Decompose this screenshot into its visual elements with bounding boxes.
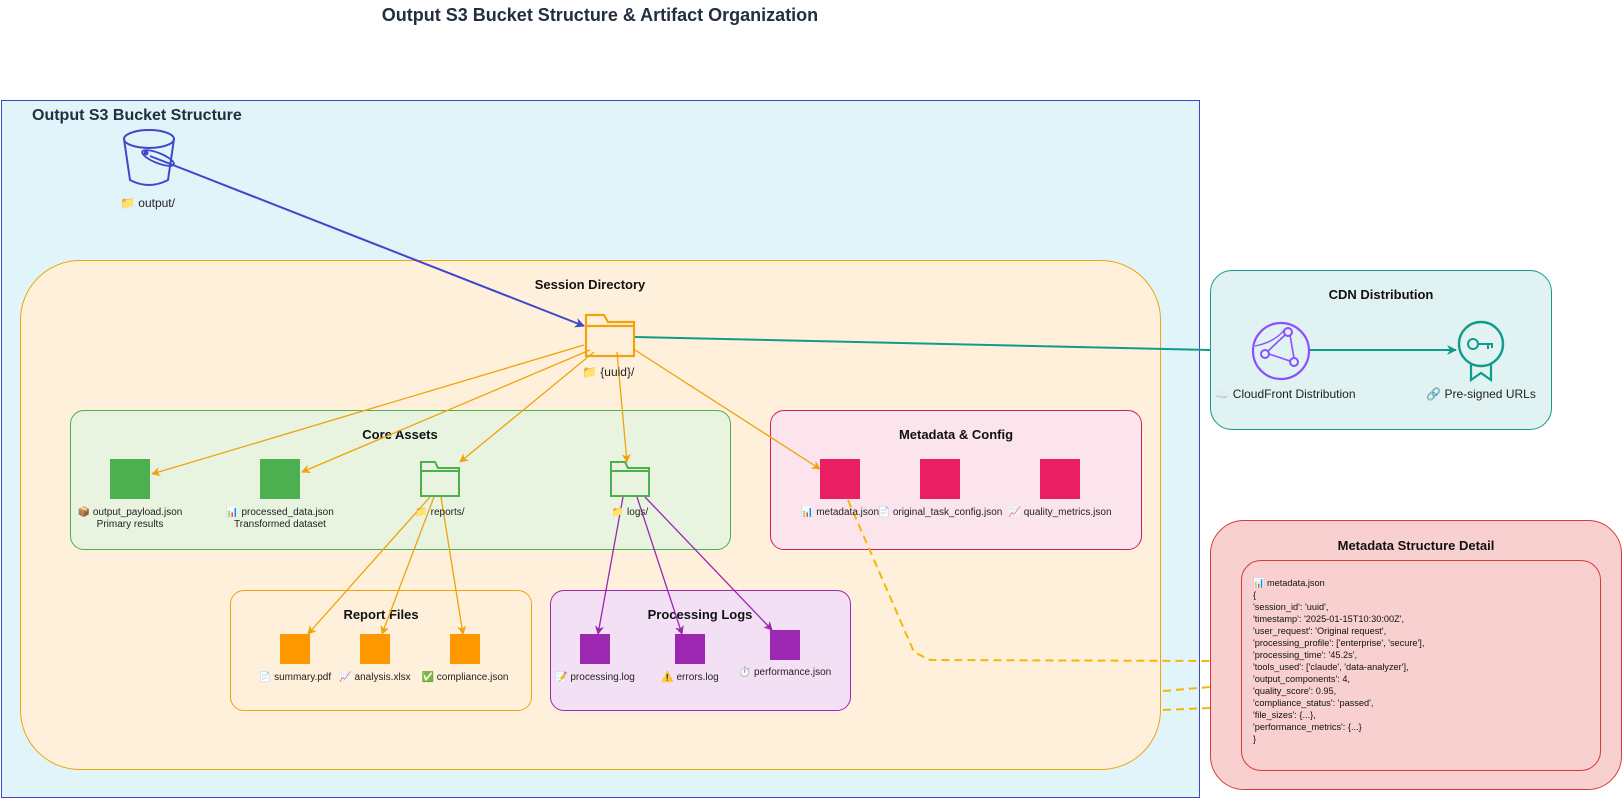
core-assets-group (70, 410, 731, 550)
edge-uuid-to-metadata (634, 349, 821, 470)
metadata-file[interactable] (820, 459, 860, 499)
analysis-xlsx-label: 📈 analysis.xlsx (339, 672, 411, 683)
uuid-folder-label: 📁 {uuid}/ (582, 365, 635, 379)
edge-session-to-detail-1 (1162, 686, 1211, 692)
session-directory-title: Session Directory (534, 277, 646, 292)
processed-data-file[interactable] (260, 459, 300, 499)
edge-uuid-to-logs (616, 351, 631, 463)
quality-metrics-label: 📈 quality_metrics.json (1008, 507, 1112, 518)
summary-pdf-label: 📄 summary.pdf (258, 672, 332, 683)
bucket-title: Output S3 Bucket Structure (32, 107, 242, 124)
presigned-url-key-icon[interactable] (1456, 320, 1506, 382)
performance-json-label: ⏱️ performance.json (738, 667, 832, 678)
logs-folder-icon[interactable] (609, 460, 651, 498)
report-files-title: Report Files (343, 607, 419, 622)
errors-log-file[interactable] (675, 634, 705, 664)
metadata-structure-detail-title: Metadata Structure Detail (1337, 538, 1495, 553)
edge-session-to-detail-2 (1162, 707, 1211, 711)
edge-logs-to-errors (636, 496, 684, 635)
compliance-json-file[interactable] (450, 634, 480, 664)
processed-data-label: 📊 processed_data.json (226, 507, 334, 518)
analysis-xlsx-file[interactable] (360, 634, 390, 664)
reports-folder-icon[interactable] (419, 460, 461, 498)
metadata-json-code: 📊 metadata.json { 'session_id': 'uuid', … (1253, 577, 1424, 745)
presigned-urls-label: 🔗 Pre-signed URLs (1426, 387, 1536, 401)
edge-uuid-to-cdn (634, 336, 1211, 351)
metadata-file-label: 📊 metadata.json (800, 507, 880, 518)
cloudfront-icon[interactable] (1250, 320, 1312, 382)
performance-json-file[interactable] (770, 630, 800, 660)
metadata-code-line: 'processing_profile': ['enterprise', 'se… (1253, 638, 1425, 648)
logs-folder-label: 📁 logs/ (611, 507, 649, 518)
bucket-root-label: 📁 output/ (120, 196, 175, 210)
metadata-code-line: 'session_id': 'uuid', (1253, 602, 1329, 612)
summary-pdf-file[interactable] (280, 634, 310, 664)
metadata-code-line: 'output_components': 4, (1253, 674, 1350, 684)
metadata-code-line: 'quality_score': 0.95, (1253, 686, 1337, 696)
output-payload-file[interactable] (110, 459, 150, 499)
metadata-code-line: 'user_request': 'Original request', (1253, 626, 1387, 636)
s3-bucket-icon (123, 129, 175, 186)
edge-reports-to-summary (307, 496, 431, 635)
edge-reports-to-compliance (440, 496, 467, 635)
metadata-code-line: 'file_sizes': {...}, (1253, 710, 1316, 720)
metadata-code-line: 'performance_metrics': {...} (1253, 722, 1362, 732)
task-config-label: 📄 original_task_config.json (877, 507, 1003, 518)
metadata-code-line: 📊 metadata.json (1253, 578, 1325, 588)
metadata-config-title: Metadata & Config (898, 427, 1014, 442)
cdn-distribution-title: CDN Distribution (1328, 287, 1434, 302)
cloudfront-label: ☁️ CloudFront Distribution (1214, 387, 1356, 401)
quality-metrics-file[interactable] (1040, 459, 1080, 499)
output-payload-label: 📦 output_payload.json (77, 507, 183, 518)
diagram-title: Output S3 Bucket Structure & Artifact Or… (381, 5, 819, 25)
task-config-file[interactable] (920, 459, 960, 499)
errors-log-label: ⚠️ errors.log (661, 672, 719, 683)
processing-log-file[interactable] (580, 634, 610, 664)
metadata-code-line: 'compliance_status': 'passed', (1253, 698, 1374, 708)
reports-folder-label: 📁 reports/ (415, 507, 465, 518)
edge-bucket-to-uuid (149, 155, 585, 328)
metadata-code-line: } (1253, 734, 1257, 744)
edge-logs-to-performance (644, 496, 773, 631)
edge-uuid-to-payload (151, 344, 585, 477)
processing-log-label: 📝 processing.log (555, 672, 635, 683)
metadata-json-panel (1241, 560, 1601, 771)
edge-uuid-to-processed (301, 349, 591, 474)
edge-logs-to-processing (595, 496, 624, 635)
compliance-json-label: ✅ compliance.json (421, 672, 509, 683)
edge-metadata-to-detail (847, 499, 1211, 662)
metadata-code-line: 'tools_used': ['claude', 'data-analyzer'… (1253, 662, 1409, 672)
edge-uuid-to-reports (459, 351, 595, 463)
metadata-code-line: 'timestamp': '2025-01-15T10:30:00Z', (1253, 614, 1405, 624)
metadata-code-line: { (1253, 590, 1257, 600)
uuid-folder-icon[interactable] (584, 312, 636, 358)
edge-reports-to-analysis (380, 496, 435, 635)
processed-data-desc: Transformed dataset (234, 519, 326, 530)
metadata-code-line: 'processing_time': '45.2s', (1253, 650, 1358, 660)
output-payload-desc: Primary results (96, 519, 164, 530)
